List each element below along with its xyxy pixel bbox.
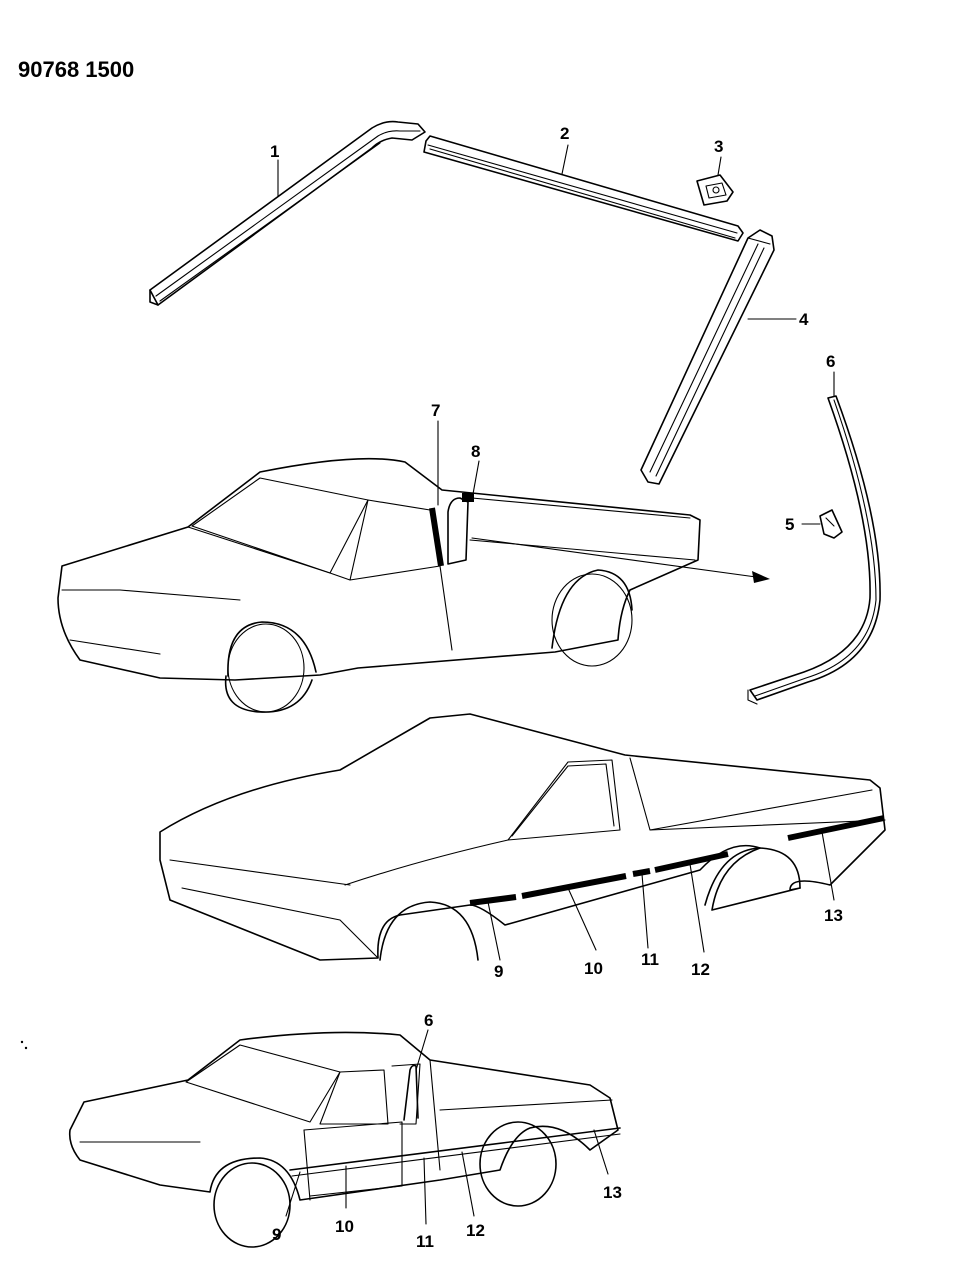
- leader-13b: [593, 1129, 609, 1175]
- part-7-marker: [429, 507, 444, 567]
- leader-13a: [821, 831, 835, 901]
- leader-12a: [689, 863, 705, 953]
- speck: [24, 1046, 28, 1050]
- callout-4: 4: [799, 310, 809, 329]
- callout-12a: 12: [691, 960, 710, 979]
- callout-10a: 10: [584, 959, 603, 978]
- part-5-clip: [819, 509, 843, 539]
- callout-9b: 9: [272, 1225, 281, 1244]
- leader-8: [472, 460, 480, 495]
- part-6-outline-on-car: [447, 497, 469, 565]
- callout-9a: 9: [494, 962, 503, 981]
- middle-pickup-truck: [159, 713, 886, 961]
- side-molding-lower-edge: [291, 1133, 621, 1177]
- side-molding-lower: [289, 1127, 621, 1171]
- callout-2: 2: [560, 124, 569, 143]
- callout-11b: 11: [416, 1232, 434, 1251]
- callout-13a: 13: [824, 906, 843, 925]
- callout-6b: 6: [424, 1011, 433, 1030]
- leader-9b: [285, 1171, 301, 1217]
- part-2-roof-molding: [423, 135, 744, 242]
- leader-12b: [461, 1151, 475, 1217]
- callout-5: 5: [785, 515, 794, 534]
- part-12-marker: [654, 851, 729, 873]
- callout-3: 3: [714, 137, 723, 156]
- leader-11b: [423, 1157, 427, 1225]
- part-6-outline-lower: [403, 1064, 419, 1121]
- leader-2: [561, 144, 569, 175]
- leader-11a: [641, 873, 649, 949]
- callout-7: 7: [431, 401, 440, 420]
- callout-10b: 10: [335, 1217, 354, 1236]
- callout-1: 1: [270, 142, 279, 161]
- leader-10a: [567, 887, 597, 951]
- leader-6b: [415, 1029, 429, 1071]
- part-8-marker: [462, 493, 474, 502]
- detail-arrowhead: [752, 571, 770, 583]
- callout-11a: 11: [641, 950, 659, 969]
- callout-6a: 6: [826, 352, 835, 371]
- part-4-pillar-molding: [640, 229, 775, 485]
- callout-8: 8: [471, 442, 480, 461]
- detail-arrow: [471, 537, 757, 578]
- part-13-marker: [787, 815, 885, 841]
- part-1-pillar-molding: [149, 120, 426, 306]
- diagram-part-number: 90768 1500: [18, 57, 134, 82]
- upper-pickup-truck: [57, 457, 701, 713]
- leader-3: [717, 156, 722, 176]
- lower-pickup-truck: [68, 1031, 619, 1248]
- part-10-marker: [521, 873, 627, 899]
- part-11-marker: [632, 868, 651, 877]
- callout-12b: 12: [466, 1221, 485, 1240]
- speck: [20, 1040, 24, 1044]
- part-6-door-frame-molding: [747, 395, 881, 705]
- callout-13b: 13: [603, 1183, 622, 1202]
- part-3-clip: [696, 174, 734, 206]
- leader-9a: [487, 901, 501, 961]
- part-9-marker: [469, 894, 517, 906]
